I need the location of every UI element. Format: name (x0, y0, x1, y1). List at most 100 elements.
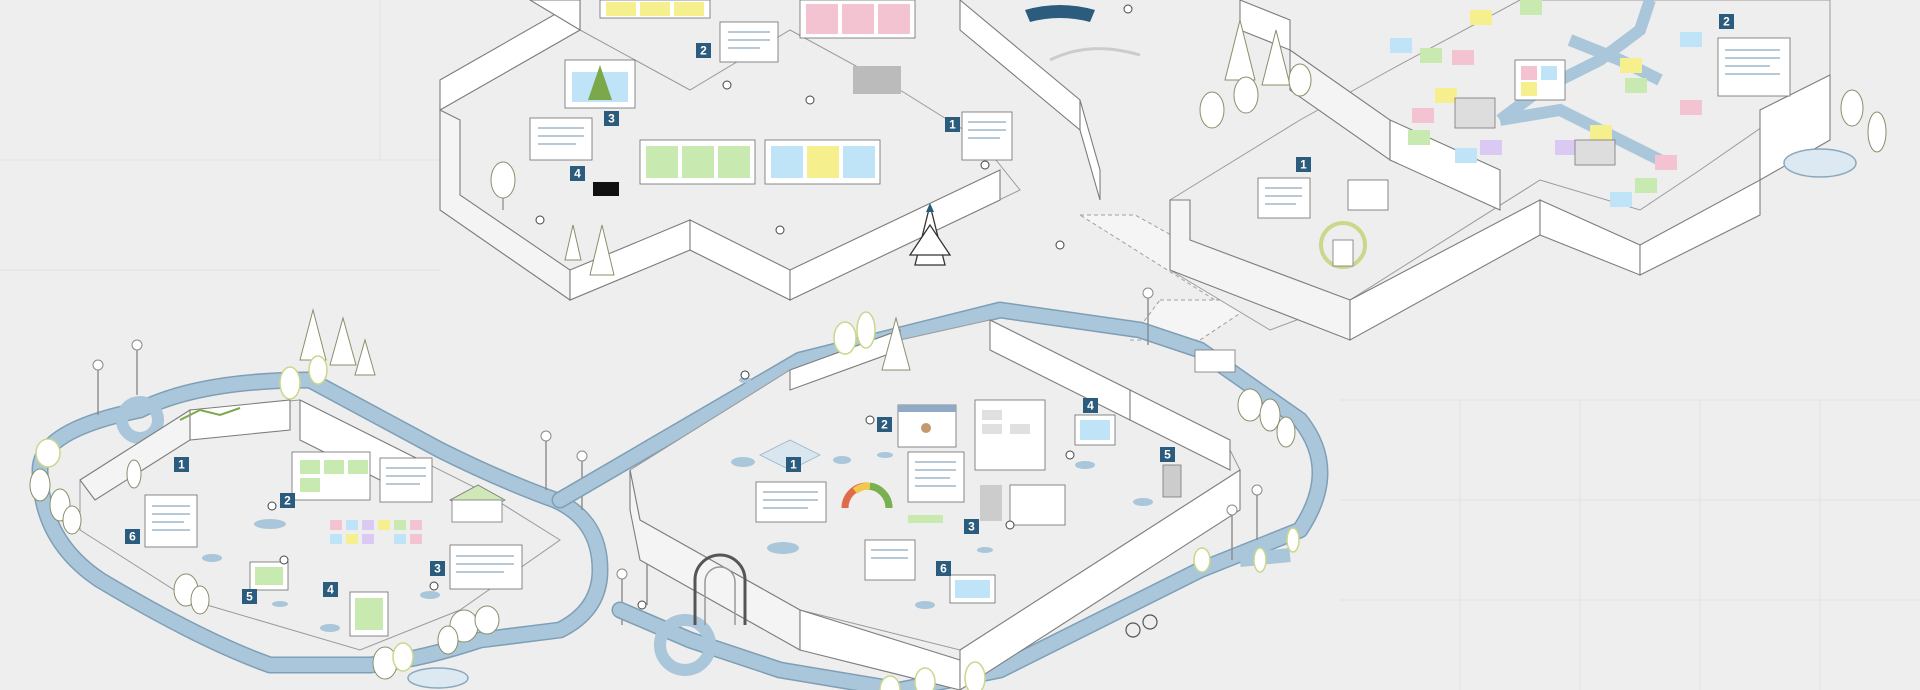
office-sticky[interactable] (1390, 38, 1412, 53)
office-wall-front3 (1639, 179, 1761, 276)
center-marker-2[interactable]: 2 (877, 417, 892, 432)
winter-board-4[interactable] (961, 111, 1013, 161)
svg-text:2: 2 (700, 44, 707, 58)
office-doc-board-2[interactable] (1717, 37, 1791, 97)
winter-board-2[interactable] (719, 21, 779, 63)
svg-text:2: 2 (284, 494, 291, 508)
center-gray-panels (980, 485, 1002, 521)
winter-marker-3[interactable]: 3 (604, 111, 619, 126)
bike-rack (1194, 349, 1236, 373)
center-gauge-icon (841, 482, 893, 509)
person-icon (267, 4, 1133, 610)
office-wall-back (1239, 0, 1291, 51)
cyclist-icon (1125, 622, 1141, 638)
left-bunting (179, 407, 241, 421)
svg-text:3: 3 (608, 112, 615, 126)
center-marker-4[interactable]: 4 (1083, 398, 1098, 413)
left-marker-3[interactable]: 3 (430, 561, 445, 576)
winter-zone[interactable]: 1 2 3 4 (439, 0, 1141, 302)
center-marker-3[interactable]: 3 (964, 519, 979, 534)
center-wall3 (1129, 389, 1231, 471)
center-wall-right (959, 468, 1241, 690)
svg-text:1: 1 (790, 458, 797, 472)
winter-marker-4[interactable]: 4 (570, 166, 585, 181)
svg-text:1: 1 (1300, 158, 1307, 172)
office-server-racks (1454, 97, 1616, 166)
winter-board-3[interactable] (529, 117, 593, 161)
office-zone[interactable]: 1 2 (1169, 0, 1887, 341)
office-doc-board-3[interactable] (1347, 179, 1389, 211)
snow-hill (1049, 47, 1141, 62)
left-zone-path (33, 373, 607, 672)
svg-text:5: 5 (1164, 448, 1171, 462)
center-marker-1[interactable]: 1 (786, 457, 801, 472)
center-marker-5[interactable]: 5 (1160, 447, 1175, 462)
left-zone-wall3 (79, 408, 191, 501)
left-marker-6[interactable]: 6 (125, 529, 140, 544)
christmas-tree-icon (908, 203, 952, 266)
winter-marker-2[interactable]: 2 (696, 43, 711, 58)
svg-text:5: 5 (246, 590, 253, 604)
center-board-1[interactable] (755, 481, 827, 523)
center-green-strip (908, 515, 943, 523)
svg-text:3: 3 (968, 520, 975, 534)
winter-zone-wall-corner (1079, 99, 1101, 201)
left-marker-2[interactable]: 2 (280, 493, 295, 508)
winter-zone-wall-back-right (959, 0, 1081, 132)
svg-text:6: 6 (940, 562, 947, 576)
left-marker-1[interactable]: 1 (174, 457, 189, 472)
center-whiteboard[interactable] (1009, 484, 1066, 526)
svg-text:1: 1 (949, 118, 956, 132)
center-zone-path (553, 303, 1327, 690)
svg-text:3: 3 (434, 562, 441, 576)
center-board-6[interactable] (864, 539, 916, 581)
center-locker (1162, 464, 1182, 498)
center-meeting-spot[interactable] (731, 457, 755, 467)
svg-text:4: 4 (327, 583, 334, 597)
office-marker-1[interactable]: 1 (1296, 157, 1311, 172)
left-roundabout (116, 396, 164, 444)
svg-text:4: 4 (1087, 399, 1094, 413)
svg-text:2: 2 (1723, 15, 1730, 29)
winter-zone-wall (439, 0, 581, 111)
tree-icon (1199, 19, 1887, 153)
left-marker-5[interactable]: 5 (242, 589, 257, 604)
left-board-6[interactable] (144, 494, 198, 548)
center-zone[interactable]: 1 2 3 4 5 6 (551, 287, 1329, 690)
winter-marker-1[interactable]: 1 (945, 117, 960, 132)
left-marker-4[interactable]: 4 (323, 582, 338, 597)
svg-text:1: 1 (178, 458, 185, 472)
svg-text:4: 4 (574, 167, 581, 181)
winter-gray-grid (853, 66, 901, 94)
center-roundabout (654, 614, 716, 676)
office-wall-front2 (1539, 199, 1641, 276)
winter-zone-wall-top (528, 0, 581, 31)
tree-icon (490, 161, 615, 276)
left-meeting-spot[interactable] (202, 554, 222, 562)
left-sticky-cluster[interactable] (330, 520, 422, 544)
svg-text:6: 6 (129, 530, 136, 544)
left-zone[interactable]: 1 2 3 4 5 6 (29, 308, 653, 689)
center-arch-icon (693, 553, 747, 625)
tree-icon (29, 308, 500, 680)
small-christmas-tree-icon (588, 65, 612, 100)
left-pond (407, 667, 469, 689)
svg-text:2: 2 (881, 418, 888, 432)
office-marker-2[interactable]: 2 (1719, 14, 1734, 29)
office-doc-board-1[interactable] (1257, 177, 1311, 219)
street-lamp-icon (1142, 287, 1263, 560)
winter-banner (1025, 5, 1095, 22)
center-marker-6[interactable]: 6 (936, 561, 951, 576)
tree-icon (833, 311, 1300, 690)
left-board-2[interactable] (291, 451, 371, 501)
center-star-cluster (759, 439, 821, 471)
office-pond (1783, 148, 1857, 178)
left-board-3[interactable] (449, 544, 523, 590)
center-doc-board[interactable] (907, 451, 965, 503)
winter-black-blocks (593, 182, 619, 196)
left-board-doc[interactable] (379, 457, 433, 503)
left-small-house (449, 484, 506, 523)
office-arch-icon (1319, 221, 1367, 269)
